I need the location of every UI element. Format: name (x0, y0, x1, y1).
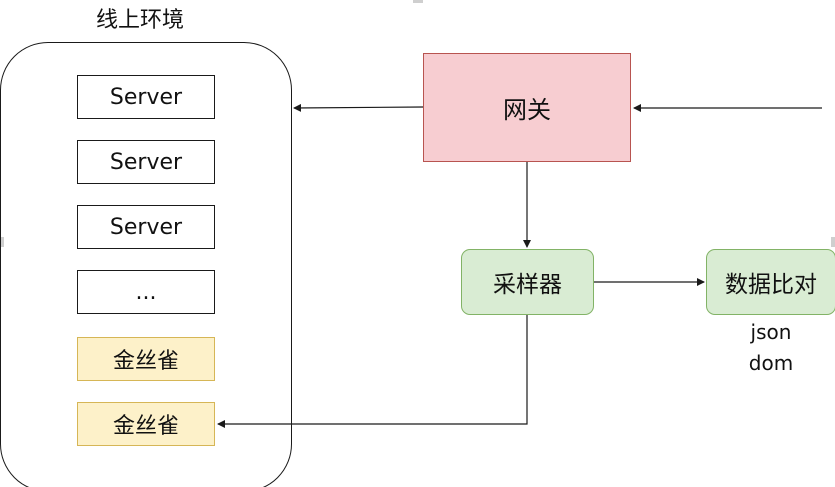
sampler-to-canary-arrow (217, 315, 528, 428)
environment-title: 线上环境 (95, 8, 184, 33)
gateway-to-environment-arrow (293, 103, 424, 112)
gateway-node: 网关 (423, 53, 631, 162)
format-label-json: json (750, 320, 792, 344)
left-edge-handle (0, 237, 4, 247)
server-box: Server (77, 205, 215, 249)
server-box: Server (77, 140, 215, 184)
right-edge-handle (831, 237, 835, 247)
format-label-dom: dom (748, 351, 794, 375)
canary-box: 金丝雀 (77, 337, 215, 381)
top-edge-handle (413, 0, 423, 3)
environment-container (0, 42, 292, 487)
compare-node: 数据比对 (706, 249, 835, 315)
server-box: Server (77, 75, 215, 119)
sampler-node: 采样器 (461, 249, 594, 315)
canary-box: 金丝雀 (77, 402, 215, 446)
server-ellipsis-box: ... (77, 270, 215, 314)
